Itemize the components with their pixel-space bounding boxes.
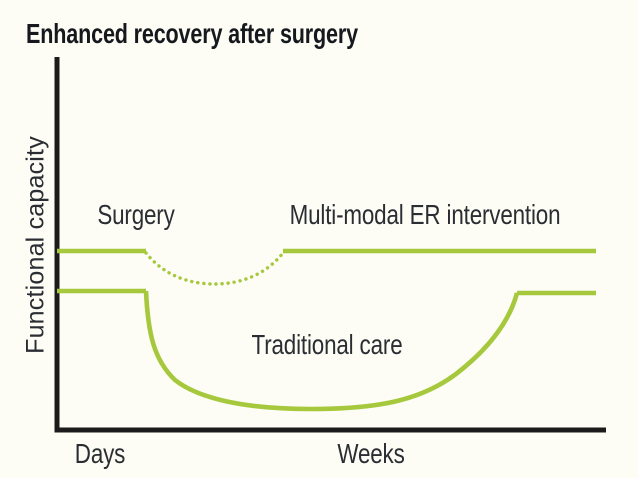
traditional-dip-curve — [143, 290, 520, 412]
x-tick-label-weeks: Weeks — [337, 438, 405, 469]
figure-title: Enhanced recovery after surgery — [26, 18, 358, 49]
multimodal-er-intervention-annotation: Multi-modal ER intervention — [289, 199, 561, 230]
xy-axes-lines — [54, 57, 606, 433]
surgery-annotation: Surgery — [97, 199, 175, 230]
traditional-care-annotation: Traditional care — [251, 329, 403, 360]
multimodal-dip-dotted-curve — [144, 251, 285, 286]
x-tick-label-days: Days — [74, 438, 126, 469]
